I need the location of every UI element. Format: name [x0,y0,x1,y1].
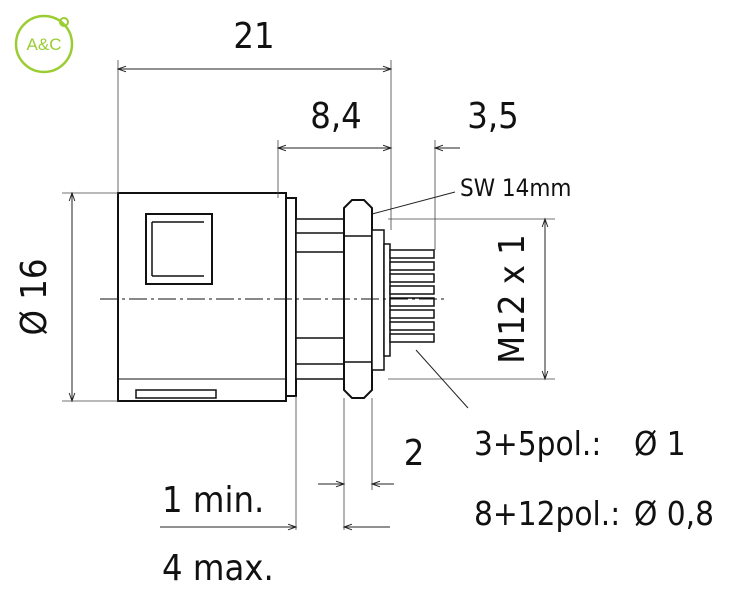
dimension-panel-min: 1 min. [162,480,264,521]
dimension-thread: M12 x 1 [492,234,533,363]
logo-text: A&C [27,35,62,54]
dimension-lines [68,65,549,531]
pin-note-value: Ø 1 [634,424,686,463]
dimension-diameter: Ø 16 [14,259,55,336]
dimension-panel-max: 4 max. [162,548,274,589]
hex-nut [343,199,373,399]
connector-body [117,192,297,402]
brand-logo: A&C [14,14,74,74]
dimension-nut-thickness: 2 [404,433,425,474]
dimension-body-to-nut: 8,4 [310,96,362,137]
pin-note-label: 8+12pol.: [474,494,620,533]
dimension-contact-length: 3,5 [467,96,519,137]
pin-diameter-notes: 3+5pol.: Ø 1 8+12pol.: Ø 0,8 [474,424,714,533]
pin-note-value: Ø 0,8 [634,494,714,533]
pin-note-label: 3+5pol.: [474,424,601,463]
dimension-wrench-size: SW 14mm [460,174,571,202]
dimension-overall-length: 21 [233,16,274,57]
contact-pins [371,229,435,371]
